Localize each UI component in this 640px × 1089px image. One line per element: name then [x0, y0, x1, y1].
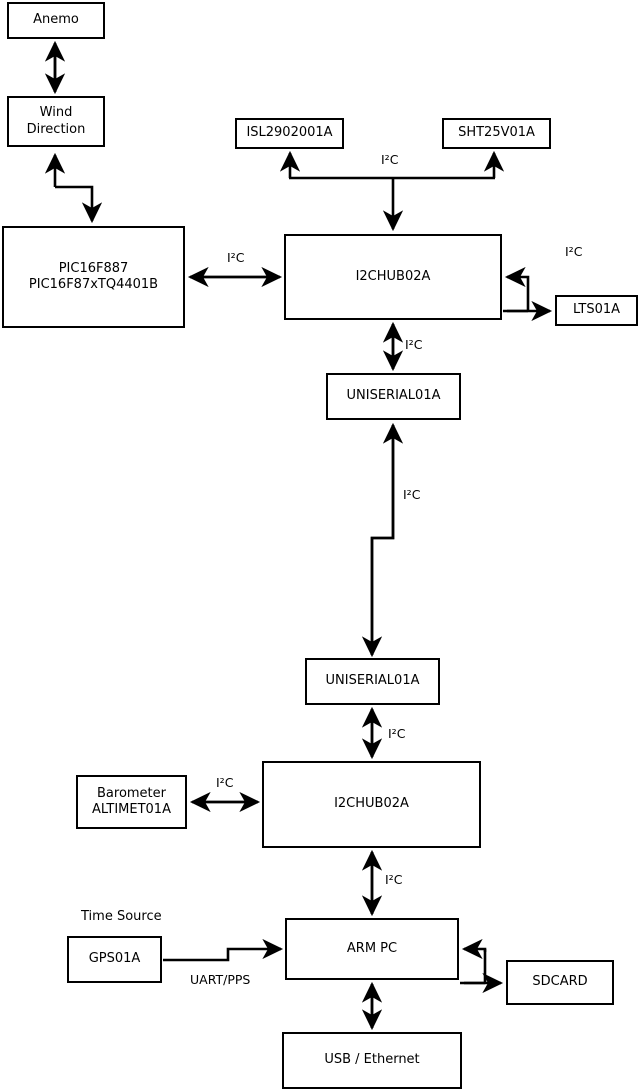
node-wind-direction[interactable]: Wind Direction — [7, 96, 105, 147]
node-lts01a[interactable]: LTS01A — [555, 295, 638, 326]
label-time-source: Time Source — [81, 909, 162, 924]
node-i2chub02a-top[interactable]: I2CHUB02A — [284, 234, 502, 320]
edge-label-i2c-barometer-hub: I²C — [216, 775, 234, 790]
edge-label-uart-pps: UART/PPS — [190, 972, 251, 987]
node-barometer-altimet01a[interactable]: Barometer ALTIMET01A — [76, 775, 187, 829]
edge-label-i2c-uniserial-link: I²C — [403, 487, 421, 502]
connector-uni2-to-uni1 — [370, 422, 404, 655]
edge-label-i2c-hub-uniserial: I²C — [405, 337, 423, 352]
node-usb-ethernet[interactable]: USB / Ethernet — [282, 1032, 462, 1089]
connector-sdcard-to-armpc — [461, 938, 487, 960]
node-pic-microcontroller[interactable]: PIC16F887 PIC16F87xTQ4401B — [2, 226, 185, 328]
edge-label-i2c-top-sensors: I²C — [381, 152, 399, 167]
connector-gps-to-armpc — [163, 938, 284, 962]
node-gps01a[interactable]: GPS01A — [67, 936, 162, 983]
connector-lts-to-hub — [504, 266, 530, 288]
node-arm-pc[interactable]: ARM PC — [285, 918, 459, 980]
node-uniserial01a-lower[interactable]: UNISERIAL01A — [305, 658, 440, 705]
edge-label-i2c-hub-lts: I²C — [565, 244, 583, 259]
edge-label-i2c-hub-armpc: I²C — [385, 872, 403, 887]
node-isl2902001a[interactable]: ISL2902001A — [235, 118, 344, 149]
node-sdcard[interactable]: SDCARD — [506, 960, 614, 1005]
edge-label-i2c-pic-hub: I²C — [227, 250, 245, 265]
node-sht25v01a[interactable]: SHT25V01A — [442, 118, 551, 149]
connector-wind-jog — [55, 185, 103, 224]
edge-label-i2c-uniserial-hubbottom: I²C — [388, 726, 406, 741]
node-i2chub02a-bottom[interactable]: I2CHUB02A — [262, 761, 481, 848]
node-anemo[interactable]: Anemo — [7, 2, 105, 39]
connector-uni1-to-uni2 — [361, 425, 395, 658]
node-uniserial01a-upper[interactable]: UNISERIAL01A — [326, 373, 461, 420]
